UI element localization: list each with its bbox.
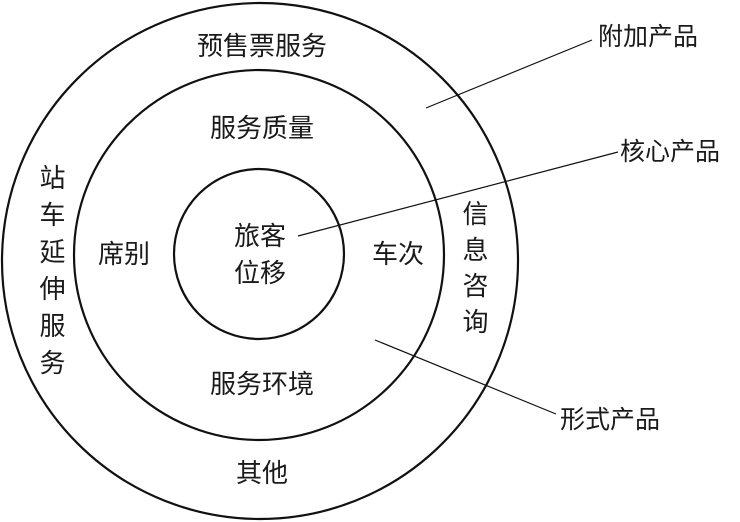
- outer-top-label: 预售票服务: [197, 32, 327, 62]
- outer-ring: [0, 1, 520, 521]
- callout-line-core: [297, 151, 619, 237]
- inner-label-line2: 位移: [234, 259, 286, 289]
- inner-ring: [172, 167, 346, 341]
- outer-left-label: 站车延伸服务: [35, 164, 65, 386]
- middle-right-label: 车次: [372, 240, 424, 270]
- middle-left-label: 席别: [98, 240, 150, 270]
- callout-core: 核心产品: [620, 137, 720, 166]
- middle-bottom-label: 服务环境: [210, 370, 314, 400]
- outer-bottom-label: 其他: [236, 459, 288, 489]
- middle-top-label: 服务质量: [210, 114, 314, 144]
- callout-formal: 形式产品: [560, 405, 660, 434]
- callout-line-additional: [425, 39, 593, 109]
- inner-label-line1: 旅客: [234, 222, 286, 252]
- callout-additional: 附加产品: [598, 22, 698, 51]
- outer-right-label: 信息咨询: [458, 200, 488, 344]
- callout-line-formal: [374, 339, 557, 415]
- middle-ring: [72, 68, 446, 442]
